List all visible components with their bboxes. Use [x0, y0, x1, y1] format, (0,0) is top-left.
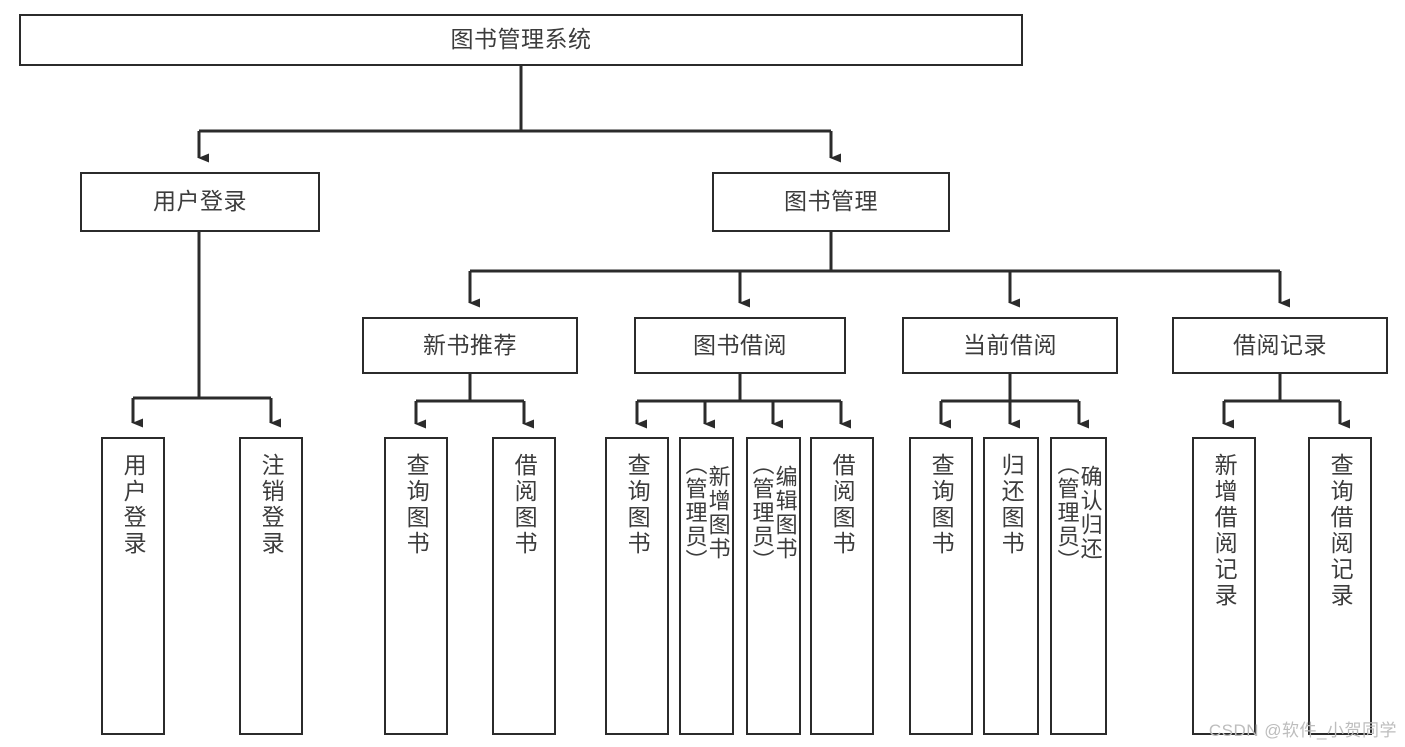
node-label: 查询图书 — [403, 453, 430, 557]
node-label: 查询图书 — [928, 453, 955, 557]
node-leaf-edit-book[interactable]: 编辑图书 （管理员） — [746, 437, 801, 735]
node-label: 查询图书 — [624, 453, 651, 557]
node-label: 编辑图书 （管理员） — [749, 453, 798, 573]
node-label: 图书管理系统 — [450, 26, 592, 53]
node-label: 借阅记录 — [1233, 331, 1327, 358]
node-book-borrow[interactable]: 图书借阅 — [634, 317, 846, 374]
node-label: 查询借阅记录 — [1327, 453, 1354, 609]
node-leaf-query-borrow-record[interactable]: 查询借阅记录 — [1308, 437, 1372, 735]
node-root-book-management-system[interactable]: 图书管理系统 — [19, 14, 1023, 66]
node-leaf-query-book-1[interactable]: 查询图书 — [384, 437, 448, 735]
node-leaf-user-logout[interactable]: 注销登录 — [239, 437, 303, 735]
node-label: 借阅图书 — [511, 453, 538, 557]
node-leaf-confirm-return[interactable]: 确认归还 （管理员） — [1050, 437, 1107, 735]
node-label: 当前借阅 — [963, 331, 1057, 358]
node-book-management[interactable]: 图书管理 — [712, 172, 950, 232]
node-leaf-query-book-2[interactable]: 查询图书 — [605, 437, 669, 735]
node-new-book-recommend[interactable]: 新书推荐 — [362, 317, 578, 374]
node-leaf-borrow-book-1[interactable]: 借阅图书 — [492, 437, 556, 735]
node-leaf-query-book-3[interactable]: 查询图书 — [909, 437, 973, 735]
node-label: 借阅图书 — [829, 453, 856, 557]
node-leaf-borrow-book-2[interactable]: 借阅图书 — [810, 437, 874, 735]
node-leaf-add-borrow-record[interactable]: 新增借阅记录 — [1192, 437, 1256, 735]
node-label: 归还图书 — [998, 453, 1025, 557]
node-borrow-record[interactable]: 借阅记录 — [1172, 317, 1388, 374]
node-label: 注销登录 — [258, 453, 285, 557]
node-leaf-add-book[interactable]: 新增图书 （管理员） — [679, 437, 734, 735]
node-leaf-return-book[interactable]: 归还图书 — [983, 437, 1039, 735]
node-label: 用户登录 — [120, 453, 147, 557]
node-leaf-user-login[interactable]: 用户登录 — [101, 437, 165, 735]
node-label: 确认归还 （管理员） — [1054, 453, 1103, 573]
node-label: 图书管理 — [784, 188, 878, 215]
node-label: 新增图书 （管理员） — [682, 453, 731, 573]
watermark-text: CSDN @软件_小贺同学 — [1208, 721, 1397, 740]
node-label: 用户登录 — [153, 188, 247, 215]
node-user-login[interactable]: 用户登录 — [80, 172, 320, 232]
node-current-borrow[interactable]: 当前借阅 — [902, 317, 1118, 374]
node-label: 图书借阅 — [693, 331, 787, 358]
node-label: 新书推荐 — [423, 331, 517, 358]
node-label: 新增借阅记录 — [1211, 453, 1238, 609]
